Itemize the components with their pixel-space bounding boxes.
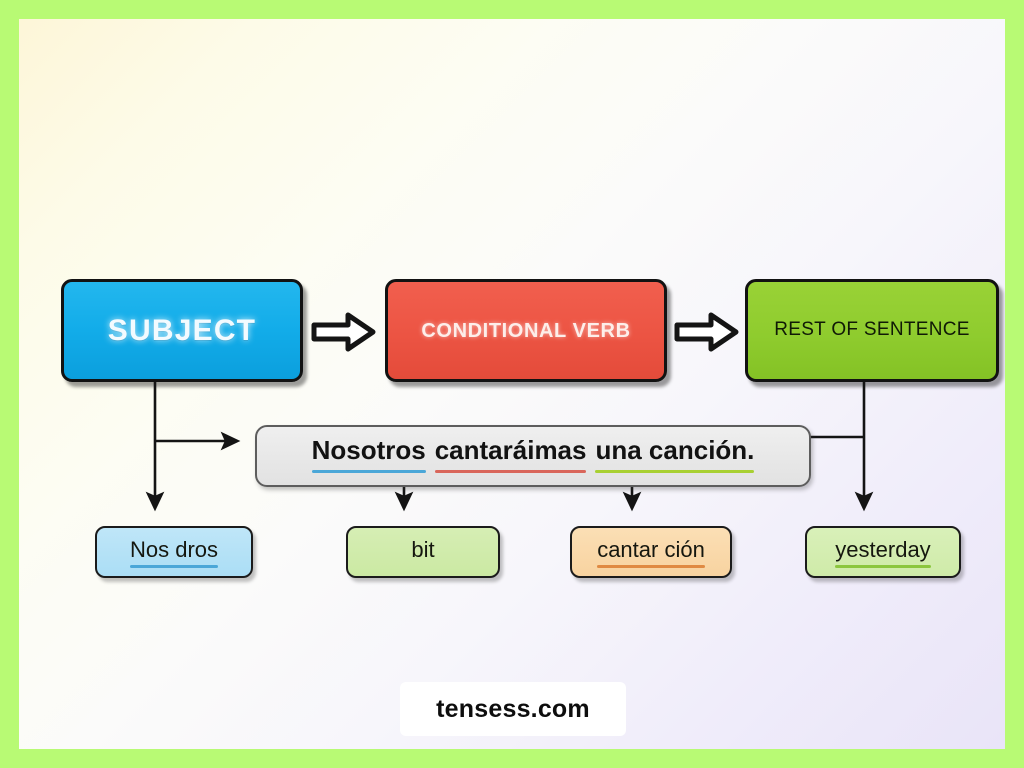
flow-box-subject[interactable]: SUBJECT xyxy=(61,279,303,382)
flow-box-rest-of-sentence-label: REST OF SENTENCE xyxy=(774,319,970,341)
footer-watermark-label: tensess.com xyxy=(436,694,590,723)
block-arrow-right-icon xyxy=(674,310,740,354)
leaf-box-rest[interactable]: yesterday xyxy=(805,526,961,578)
example-sentence-box[interactable]: Nosotros cantaráimas una canción. xyxy=(255,425,811,487)
leaf-box-subject[interactable]: Nos dros xyxy=(95,526,253,578)
sentence-segment-rest: una canción. xyxy=(595,435,754,473)
leaf-box-subject-label: Nos dros xyxy=(129,537,219,568)
flow-box-conditional-verb[interactable]: CONDITIONAL VERB xyxy=(385,279,667,382)
leaf-box-rest-label: yesterday xyxy=(835,537,932,568)
leaf-box-verb-label: bit xyxy=(411,536,435,562)
leaf-box-object[interactable]: cantar ción xyxy=(570,526,732,578)
block-arrow-right-icon xyxy=(311,310,377,354)
flow-box-rest-of-sentence[interactable]: REST OF SENTENCE xyxy=(745,279,999,382)
diagram-canvas: SUBJECT CONDITIONAL VERB REST OF SENTENC… xyxy=(19,19,1005,749)
sentence-segment-verb: cantaráimas xyxy=(434,435,586,473)
leaf-box-object-label: cantar ción xyxy=(597,537,705,568)
sentence-segment-subject: Nosotros xyxy=(311,435,426,473)
footer-watermark: tensess.com xyxy=(400,682,626,736)
flow-box-subject-label: SUBJECT xyxy=(107,314,257,347)
example-sentence: Nosotros cantaráimas una canción. xyxy=(311,435,754,473)
leaf-box-verb[interactable]: bit xyxy=(346,526,500,578)
connector-lines xyxy=(145,363,874,512)
flow-box-conditional-verb-label: CONDITIONAL VERB xyxy=(421,319,631,342)
